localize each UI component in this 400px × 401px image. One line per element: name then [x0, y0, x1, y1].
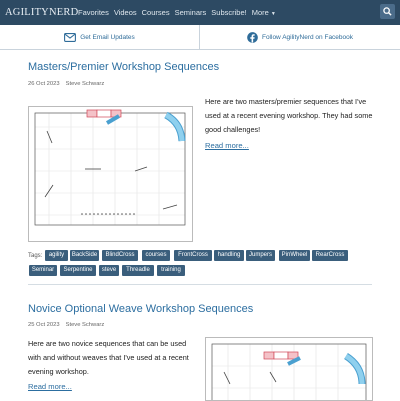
tag-pinwheel[interactable]: PinWheel: [279, 250, 310, 261]
nav-courses[interactable]: Courses: [141, 8, 170, 17]
follow-bar: Get Email Updates Follow AgilityNerd on …: [0, 25, 400, 50]
nav-more-dropdown[interactable]: More ▼: [252, 8, 276, 17]
tag-courses[interactable]: courses: [142, 250, 170, 261]
search-icon: [383, 7, 392, 16]
facebook-icon: [247, 31, 258, 43]
facebook-follow-label: Follow AgilityNerd on Facebook: [261, 33, 354, 41]
tag-steve[interactable]: steve: [99, 265, 119, 276]
post-meta: 26 Oct 2023 Steve Schwarz: [28, 81, 104, 87]
post-author[interactable]: Steve Schwarz: [65, 322, 105, 328]
read-more-link[interactable]: Read more...: [205, 141, 249, 150]
post-meta: 25 Oct 2023 Steve Schwarz: [28, 322, 104, 328]
email-updates-link[interactable]: Get Email Updates: [0, 25, 200, 49]
tag-rearcross[interactable]: RearCross: [312, 250, 348, 261]
tag-agility[interactable]: agility: [45, 250, 68, 261]
post-excerpt: Here are two masters/premier sequences t…: [205, 97, 373, 135]
post-title-novice[interactable]: Novice Optional Weave Workshop Sequences: [28, 303, 254, 315]
tag-backside[interactable]: BackSide: [70, 250, 99, 261]
top-navbar: AGILITYNERD Favorites Videos Courses Sem…: [0, 0, 400, 25]
post-divider: [28, 284, 372, 285]
tag-frontcross[interactable]: FrontCross: [174, 250, 212, 261]
nav-videos[interactable]: Videos: [113, 8, 137, 17]
nav-subscribe[interactable]: Subscribe!: [211, 8, 247, 17]
tag-training[interactable]: training: [157, 265, 185, 276]
post-author[interactable]: Steve Schwarz: [65, 81, 105, 87]
tag-threadle[interactable]: Threadle: [122, 265, 154, 276]
tags-label: Tags:: [28, 253, 43, 259]
nav-favorites[interactable]: Favorites: [78, 8, 109, 17]
tag-jumpers[interactable]: Jumpers: [246, 250, 275, 261]
nav-more-label: More: [251, 8, 269, 17]
post-date: 26 Oct 2023: [28, 81, 60, 87]
post-date: 25 Oct 2023: [28, 322, 60, 328]
tag-serpentine[interactable]: Serpentine: [60, 265, 96, 276]
caret-down-icon: ▼: [270, 11, 276, 17]
tag-seminar[interactable]: Seminar: [29, 265, 57, 276]
course-map-image[interactable]: [205, 337, 373, 401]
site-logo[interactable]: AGILITYNERD: [5, 7, 79, 18]
tag-handling[interactable]: handling: [214, 250, 244, 261]
tag-blindcross[interactable]: BlindCross: [102, 250, 138, 261]
read-more-link[interactable]: Read more...: [28, 382, 72, 391]
post-title-masters[interactable]: Masters/Premier Workshop Sequences: [28, 61, 220, 73]
course-map-image[interactable]: [28, 106, 193, 242]
nav-seminars[interactable]: Seminars: [174, 8, 207, 17]
envelope-icon: [64, 32, 77, 42]
search-button[interactable]: [380, 4, 395, 19]
facebook-follow-link[interactable]: Follow AgilityNerd on Facebook: [200, 25, 400, 49]
email-updates-label: Get Email Updates: [80, 33, 135, 41]
post-excerpt: Here are two novice sequences that can b…: [28, 339, 189, 377]
